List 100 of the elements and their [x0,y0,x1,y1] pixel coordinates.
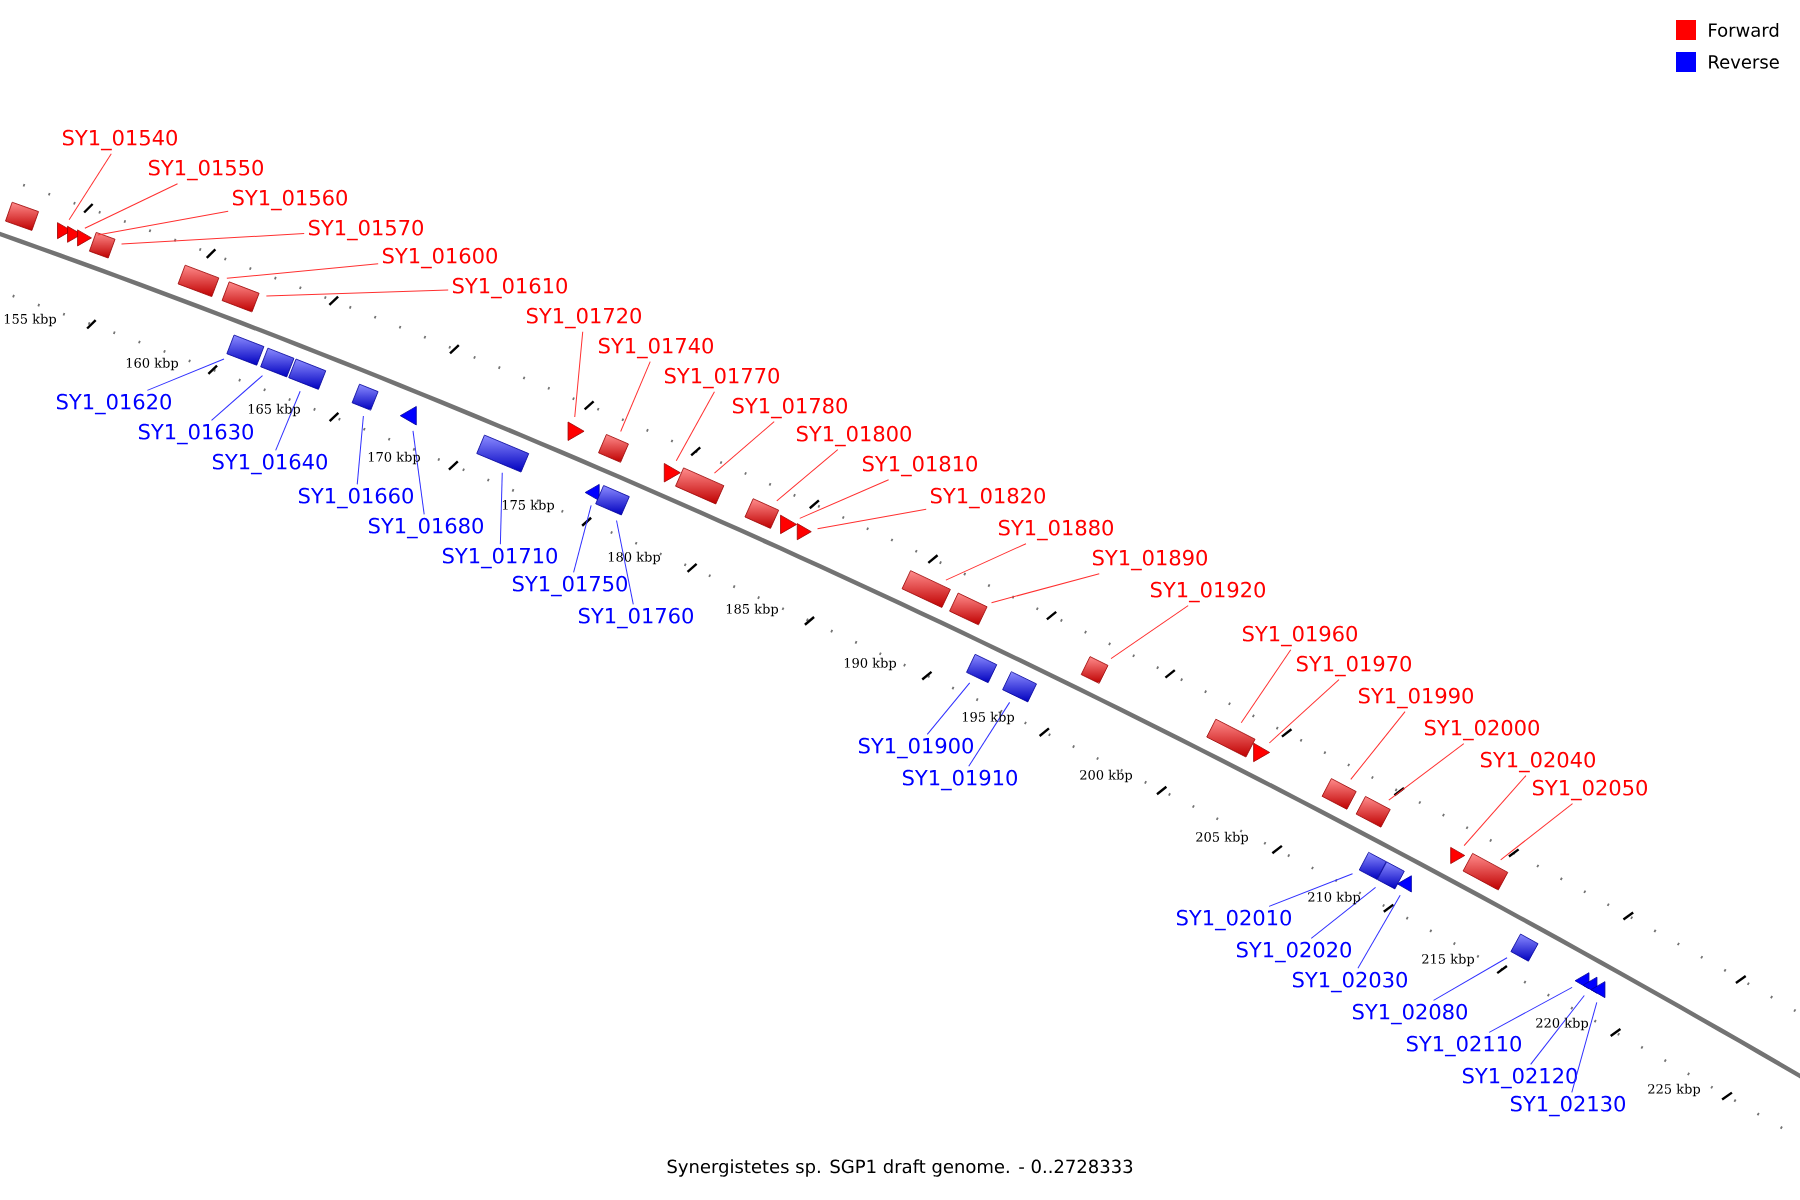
gene-block [1002,671,1037,703]
leader-line [1388,743,1465,801]
gene-label: SY1_01680 [368,517,483,539]
gene-block [221,281,260,313]
gene-block [1355,796,1391,828]
leader-line [1463,775,1527,847]
leader-line [574,331,584,418]
gene-block [780,514,797,535]
gene-block [584,484,600,501]
leader-line [1530,995,1585,1065]
leader-line [265,289,449,297]
gene-label: SY1_02130 [1511,1095,1625,1117]
gene-block [177,264,220,297]
leader-line [620,361,651,432]
gene-block [567,421,585,441]
gene-block [476,434,530,473]
gene-block [1510,933,1539,962]
legend-label: Forward [1709,23,1779,37]
leader-line [97,210,229,236]
gene-block [226,334,265,366]
leader-line [1350,711,1406,780]
gene-block [966,653,998,684]
gene-block [1321,778,1357,810]
gene-block [5,201,39,231]
gene-label: SY1_01820 [931,487,1045,509]
gene-block [1462,853,1509,891]
gene-label: SY1_01920 [1151,581,1265,603]
gene-block [901,570,951,608]
leader-line [776,449,839,502]
gene-label: SY1_01960 [1243,625,1357,647]
gene-label: SY1_02110 [1407,1035,1521,1057]
leader-line [616,519,634,605]
legend-label: Reverse [1709,55,1779,69]
leader-line [1268,679,1340,744]
caption: Synergistetes sp. SGP1 draft genome. - 0..2728333 [667,1159,1133,1177]
leader-line [968,701,1011,767]
gene-label: SY1_01990 [1359,687,1473,709]
leader-line [356,415,364,485]
gene-label: SY1_02050 [1533,779,1647,801]
leader-line [1571,1001,1598,1093]
gene-block [1080,656,1109,684]
gene-label: SY1_01660 [298,487,413,509]
gene-label: SY1_01880 [999,519,1113,541]
leader-line [1240,649,1292,724]
leader-line [991,573,1100,604]
gene-label: SY1_01970 [1297,655,1411,677]
leader-line [1488,986,1573,1033]
gene-block [1253,742,1270,763]
gene-block [1590,981,1606,999]
gene-label: SY1_01720 [526,307,641,329]
leader-line [1310,886,1377,939]
leader-line [84,183,179,229]
leader-line [1500,803,1573,861]
leader-line [926,682,971,735]
gene-label: SY1_01620 [56,393,171,415]
gene-label: SY1_01610 [452,277,567,299]
leader-line [675,391,715,462]
gene-block [351,383,379,411]
gene-label: SY1_01560 [232,189,347,211]
gene-block [57,222,72,240]
leader-line [146,358,225,391]
leader-line [275,390,301,451]
leader-line [226,263,379,279]
gene-label: SY1_01740 [599,337,713,359]
gene-label: SY1_01810 [863,455,977,477]
leader-line [499,472,503,545]
gene-label: SY1_02080 [1353,1003,1467,1025]
gene-label: SY1_01890 [1093,549,1207,571]
gene-block [89,232,116,259]
leader-line [1357,894,1401,969]
gene-block [796,523,812,541]
leader-line [68,153,112,221]
gene-label: SY1_02010 [1177,909,1291,931]
gene-label: SY1_01550 [148,159,263,181]
gene-label: SY1_01910 [903,769,1017,791]
leader-line [945,543,1027,581]
gene-label: SY1_02000 [1425,719,1539,741]
gene-label: SY1_02120 [1463,1067,1577,1089]
leader-line [713,421,775,474]
gene-block [675,467,725,505]
gene-label: SY1_02030 [1293,971,1407,993]
gene-block [949,592,988,626]
gene-block [595,485,630,516]
gene-label: SY1_01540 [62,129,177,151]
gene-block [744,498,780,529]
gene-block [288,358,327,390]
gene-block [1397,875,1412,893]
gene-label: SY1_01750 [512,575,627,597]
leader-line [412,430,425,515]
gene-block [598,434,629,463]
gene-label: SY1_01760 [578,607,693,629]
leader-line [817,508,927,530]
gene-label: SY1_01770 [665,367,779,389]
gene-label: SY1_01630 [138,423,253,445]
gene-label: SY1_01780 [733,397,847,419]
leader-line [1268,873,1354,907]
gene-label: SY1_02020 [1237,941,1351,963]
gene-block [1206,718,1256,758]
gene-label: SY1_02040 [1481,751,1595,773]
gene-block [663,463,681,483]
